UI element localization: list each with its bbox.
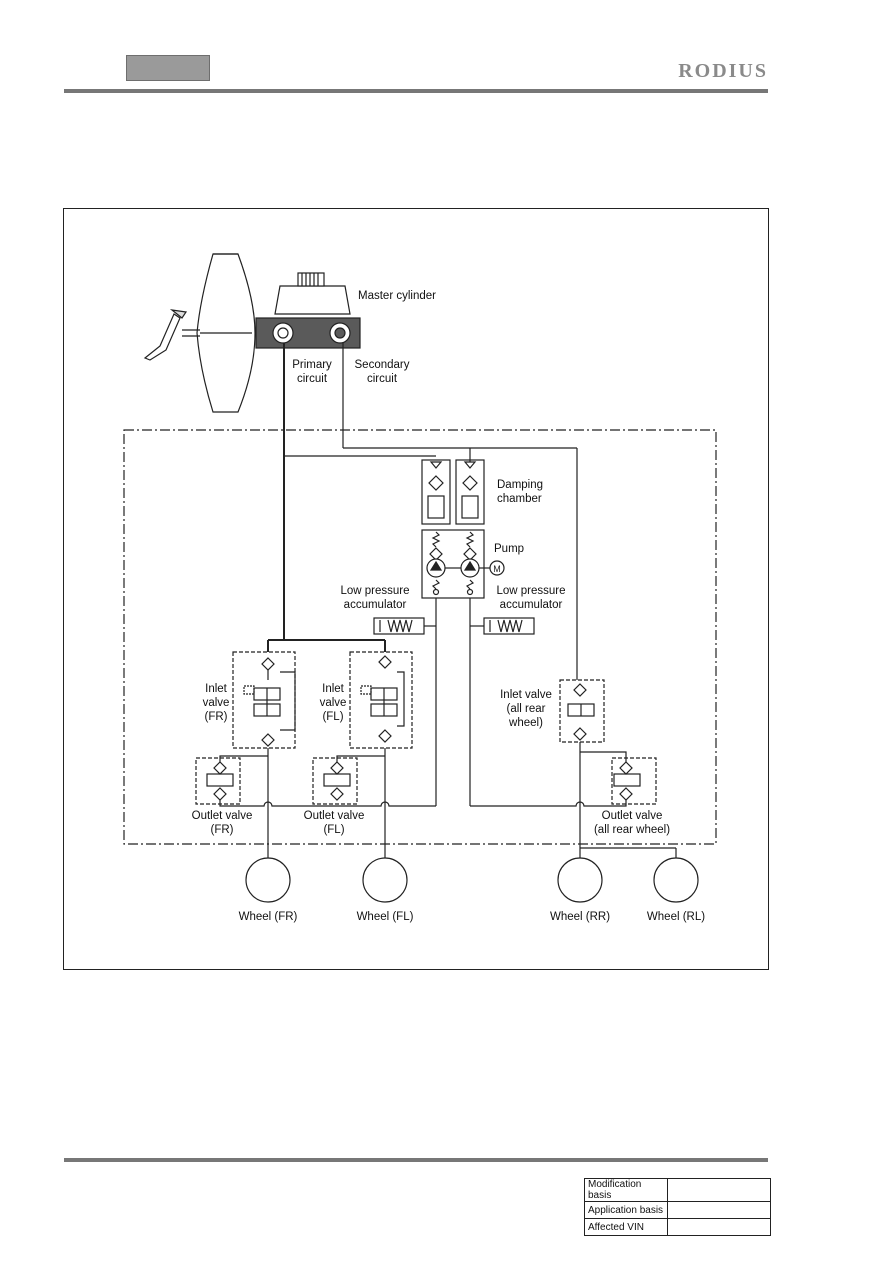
revision-row: Application basis	[584, 1201, 771, 1219]
brand-logo: RODIUS	[678, 60, 768, 82]
label-primary-circuit: Primary circuit	[292, 359, 332, 385]
label-pump: Pump	[494, 543, 525, 555]
inlet-valve-rear-symbol	[559, 679, 605, 743]
inlet-valve-fr-symbol	[232, 651, 296, 749]
label-secondary-circuit: Secondary circuit	[354, 359, 410, 385]
label-inlet-valve-fl: Inlet valve (FL)	[319, 683, 347, 723]
diagram-frame	[63, 208, 769, 970]
brake-booster	[196, 253, 256, 413]
label-wheel-fr: Wheel (FR)	[238, 911, 298, 923]
label-inlet-valve-rear: Inlet valve (all rear wheel)	[500, 689, 552, 729]
revision-key: Affected VIN	[584, 1218, 668, 1236]
master-cylinder	[255, 272, 361, 349]
revision-table: Modification basis Application basis Aff…	[584, 1178, 771, 1236]
revision-value	[667, 1178, 771, 1202]
revision-value	[667, 1218, 771, 1236]
label-outlet-valve-fl: Outlet valve (FL)	[303, 810, 365, 836]
label-outlet-valve-rear: Outlet valve (all rear wheel)	[593, 810, 671, 836]
label-wheel-rr: Wheel (RR)	[549, 911, 611, 923]
outlet-valve-rear-symbol	[611, 757, 657, 805]
label-damping-chamber: Damping chamber	[497, 479, 544, 505]
label-wheel-rl: Wheel (RL)	[646, 911, 706, 923]
secondary-circuit-lines	[342, 343, 578, 680]
footer-rule	[64, 1158, 768, 1162]
label-lp-accumulator-right: Low pressure accumulator	[496, 585, 566, 611]
revision-key: Modification basis	[584, 1178, 668, 1202]
wheel-rl-symbol	[653, 857, 699, 903]
damping-chambers	[421, 459, 485, 525]
label-wheel-fl: Wheel (FL)	[356, 911, 414, 923]
wheel-fr-symbol	[245, 857, 291, 903]
label-lp-accumulator-left: Low pressure accumulator	[340, 585, 410, 611]
outlet-valve-fl-symbol	[312, 757, 358, 805]
brake-pedal	[143, 309, 200, 361]
wheel-fl-symbol	[362, 857, 408, 903]
revision-row: Affected VIN	[584, 1218, 771, 1236]
label-master-cylinder: Master cylinder	[358, 290, 436, 302]
inlet-valve-fl-symbol	[349, 651, 413, 749]
label-inlet-valve-fr: Inlet valve (FR)	[202, 683, 230, 723]
revision-key: Application basis	[584, 1201, 668, 1219]
motor-symbol-label: M	[493, 564, 501, 574]
header-rule	[64, 89, 768, 93]
revision-value	[667, 1201, 771, 1219]
outlet-valve-fr-symbol	[195, 757, 241, 805]
revision-row: Modification basis	[584, 1178, 771, 1202]
header-tab	[126, 55, 210, 81]
low-pressure-accumulators	[373, 617, 535, 635]
hcu-boundary	[123, 429, 717, 845]
pump-block	[421, 529, 505, 599]
wheel-rr-symbol	[557, 857, 603, 903]
primary-circuit-lines	[267, 343, 386, 652]
label-outlet-valve-fr: Outlet valve (FR)	[191, 810, 253, 836]
